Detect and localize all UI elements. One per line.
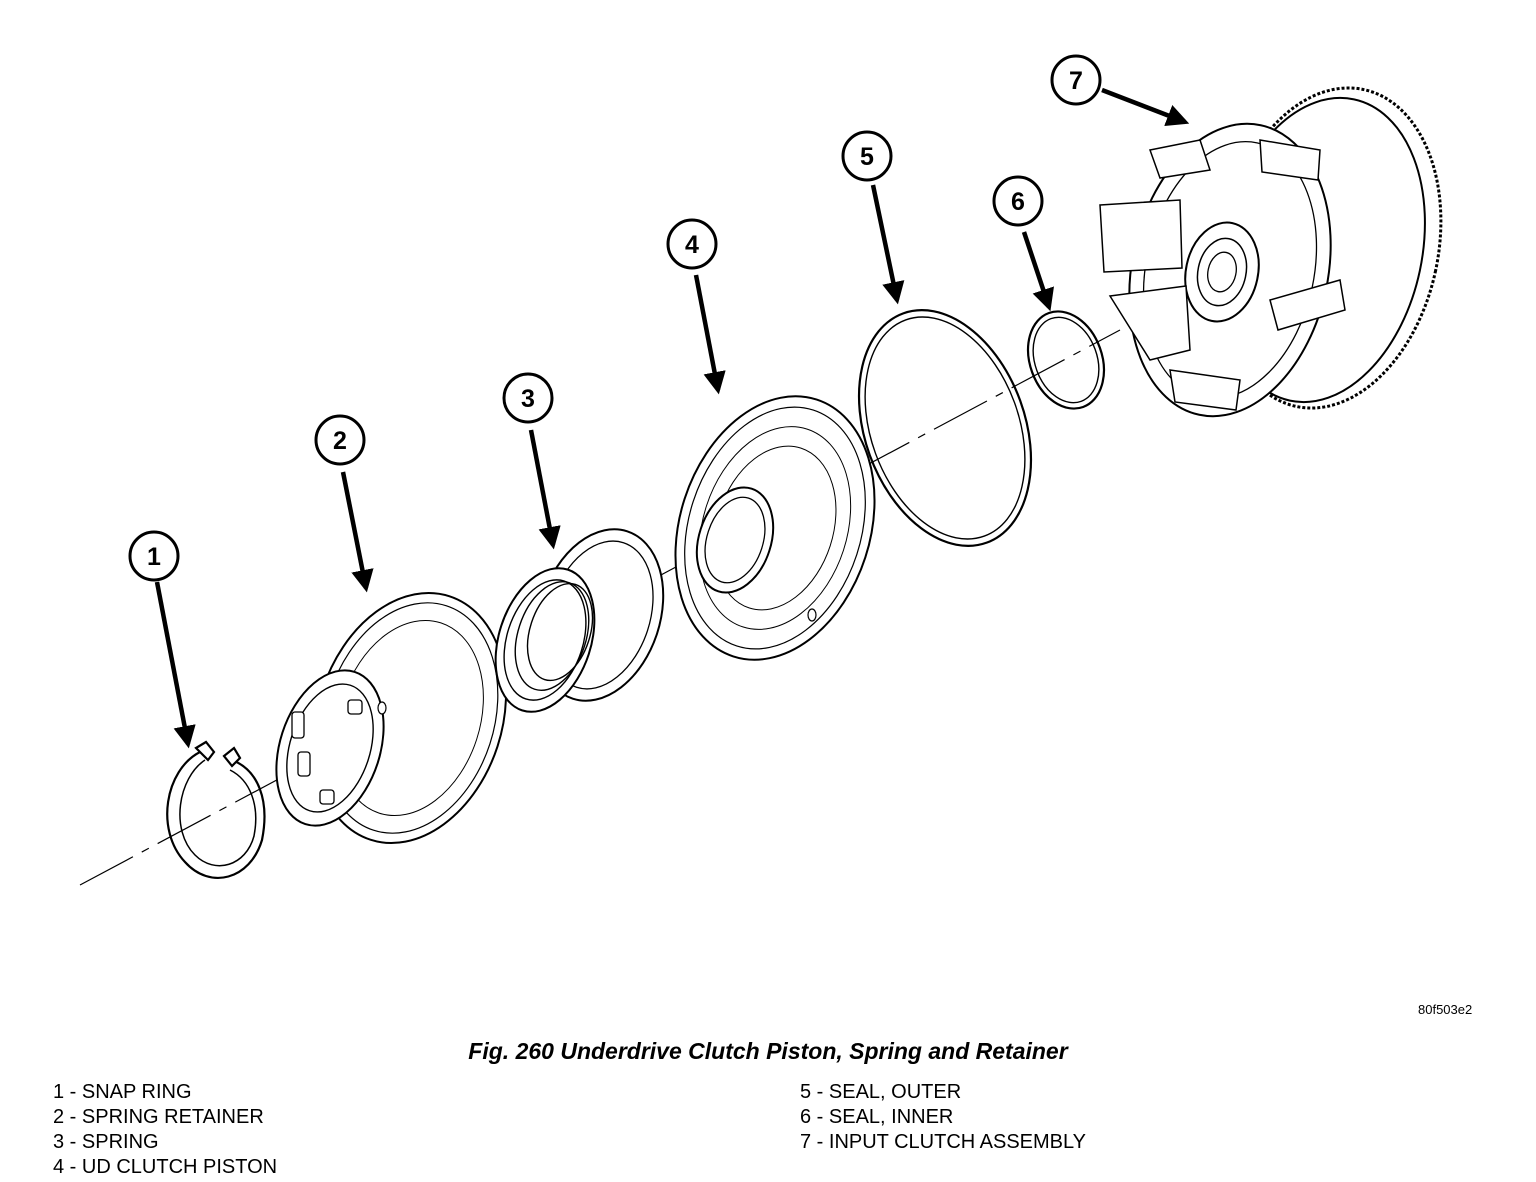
callout-number: 7 — [1069, 67, 1083, 95]
callout-number: 4 — [685, 231, 699, 259]
callout-number: 5 — [860, 143, 874, 171]
leader-arrow-5 — [870, 184, 905, 305]
leader-arrow-1 — [154, 581, 196, 749]
legend-item: 3 - SPRING — [53, 1131, 159, 1153]
callout-number: 6 — [1011, 188, 1025, 216]
leader-arrow-2 — [340, 471, 374, 593]
callout-2: 2 — [314, 414, 366, 466]
callout-5: 5 — [841, 130, 893, 182]
legend-left-column: 1 - SNAP RING 2 - SPRING RETAINER 3 - SP… — [53, 1080, 277, 1180]
leader-arrow-4 — [693, 274, 726, 395]
part-outer-seal — [857, 309, 1033, 547]
callout-1: 1 — [128, 530, 180, 582]
part-inner-seal — [1026, 310, 1106, 410]
leader-arrow-3 — [528, 429, 561, 550]
legend-item: 4 - UD CLUTCH PISTON — [53, 1156, 278, 1178]
leader-arrow-6 — [1021, 231, 1054, 312]
leader-arrows — [154, 87, 1190, 749]
legend-item: 5 - SEAL, OUTER — [800, 1081, 962, 1103]
part-snap-ring — [166, 740, 266, 879]
callout-7: 7 — [1050, 54, 1102, 106]
legend-item: 6 - SEAL, INNER — [800, 1106, 954, 1128]
part-ud-clutch-piston — [674, 395, 876, 661]
legend-right-column: 5 - SEAL, OUTER 6 - SEAL, INNER 7 - INPU… — [800, 1080, 1086, 1155]
callout-number: 3 — [521, 385, 535, 413]
exploded-parts-diagram: 1 2 3 4 5 6 7 — [79, 54, 1443, 886]
leader-arrow-7 — [1101, 87, 1190, 127]
legend-item: 7 - INPUT CLUTCH ASSEMBLY — [800, 1131, 1086, 1153]
callout-3: 3 — [502, 372, 554, 424]
callout-4: 4 — [666, 218, 718, 270]
callout-6: 6 — [992, 175, 1044, 227]
legend-item: 1 - SNAP RING — [53, 1081, 192, 1103]
figure-caption: Fig. 260 Underdrive Clutch Piston, Sprin… — [468, 1038, 1068, 1064]
part-spring — [494, 528, 665, 713]
callout-number: 2 — [333, 427, 347, 455]
callout-number: 1 — [147, 543, 161, 571]
figure-reference-code: 80f503e2 — [1418, 1002, 1473, 1017]
part-input-clutch-assembly — [1099, 86, 1443, 418]
part-spring-retainer — [275, 591, 508, 845]
legend-item: 2 - SPRING RETAINER — [53, 1106, 264, 1128]
center-axis-line — [79, 329, 1121, 886]
